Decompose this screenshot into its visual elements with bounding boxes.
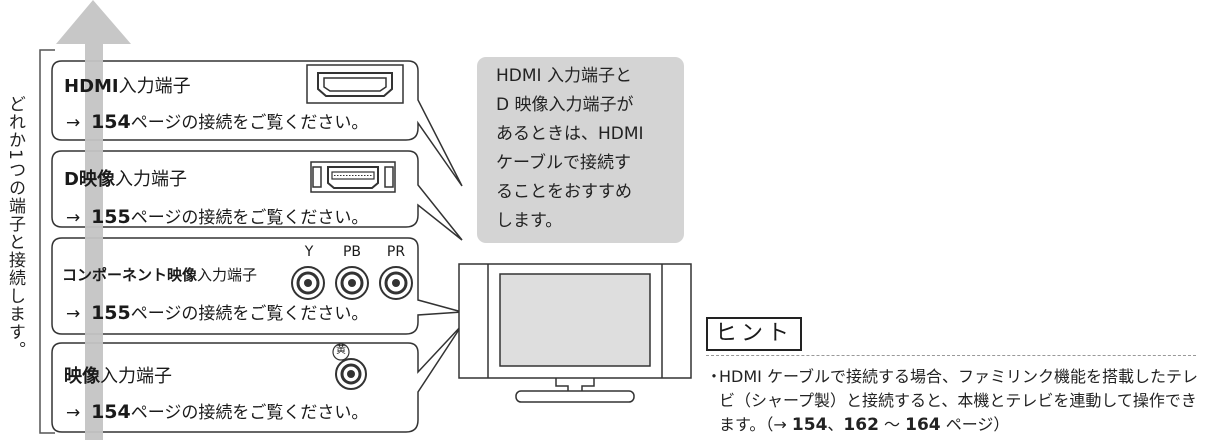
jack-label-pr: PR: [386, 244, 406, 260]
tip-box: [477, 57, 684, 243]
hdmi-ref: → 154ページの接続をご覧ください。: [66, 111, 369, 133]
hdmi-title: HDMI入力端子: [64, 76, 191, 97]
jack-label-pb: PB: [342, 244, 362, 260]
rca-jack-pb: [335, 266, 369, 300]
side-bracket: [39, 49, 55, 434]
hint-divider: [706, 355, 1196, 356]
composite-yellow-label: 黄: [336, 345, 346, 356]
hint-badge: ヒント: [706, 317, 802, 351]
tip-text: HDMI 入力端子と D 映像入力端子が あるときは、HDMI ケーブルで接続す…: [496, 66, 644, 231]
d-video-ref: → 155ページの接続をご覧ください。: [66, 206, 369, 228]
jack-label-y: Y: [304, 244, 314, 260]
d-port-icon: [310, 161, 396, 193]
video-ref: → 154ページの接続をご覧ください。: [66, 401, 369, 423]
video-title: 映像入力端子: [64, 366, 172, 387]
tv-icon: [458, 263, 692, 403]
side-label: どれか1つの端子と接続します。: [5, 95, 25, 359]
composite-jack-icon: [332, 343, 367, 390]
bubble-component: [51, 237, 463, 335]
upward-arrow-icon: [56, 0, 131, 440]
hint-text: ・ HDMI ケーブルで接続する場合、ファミリンク機能を搭載したテレビ（シャープ…: [706, 367, 1199, 435]
bubble-video: [51, 324, 463, 433]
d-video-title: D映像入力端子: [64, 169, 187, 190]
component-title: コンポーネント映像入力端子: [62, 266, 258, 284]
component-ref: → 155ページの接続をご覧ください。: [66, 302, 369, 324]
rca-jack-pr: [379, 266, 413, 300]
rca-jack-y: [291, 266, 325, 300]
component-jacks-icon: [291, 266, 413, 300]
hdmi-port-icon: [306, 64, 404, 104]
